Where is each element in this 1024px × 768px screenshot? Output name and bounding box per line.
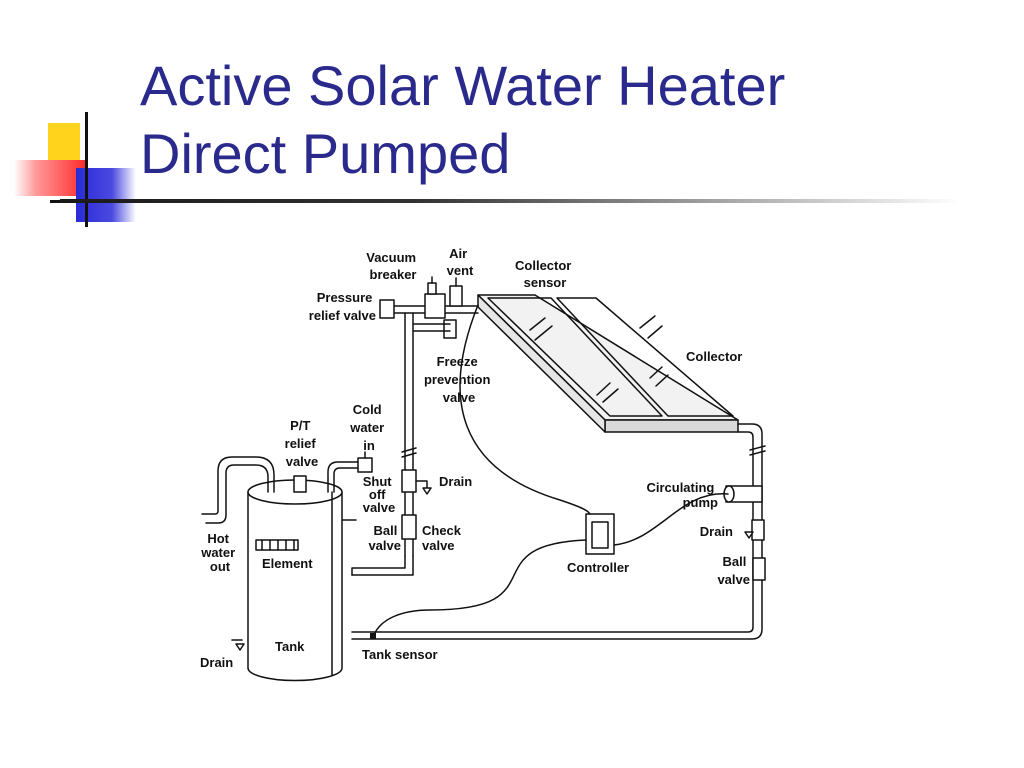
right-pipe [351,423,766,640]
title-line-1: Active Solar Water Heater [140,54,786,117]
label-pt-relief-valve: P/T relief valve [285,418,320,469]
label-tank-sensor: Tank sensor [362,647,438,662]
collector-panel [477,294,739,433]
label-cold-water-in: Cold water in [349,402,388,453]
deco-vertical-line [85,112,88,227]
label-shut-off-valve: Shut off valve [363,474,396,515]
deco-red-bar [14,160,86,196]
label-vacuum-breaker: Vacuum breaker [366,250,419,282]
label-check-valve: Check valve [422,523,465,553]
tank-sensor-marker [370,633,376,639]
sensor-wiring [373,304,729,636]
label-drain-top: Drain [439,474,472,489]
label-freeze-prevention-valve: Freeze prevention valve [424,354,494,405]
label-tank: Tank [275,639,305,654]
label-circulating-pump: Circulating pump [646,480,718,510]
hot-water-pipe [201,456,275,524]
label-drain-right: Drain [700,524,733,539]
label-hot-water-out: Hot water out [200,531,239,574]
label-drain-bottom: Drain [200,655,233,670]
label-ball-valve-right: Ball valve [717,554,750,587]
label-collector-sensor: Collector sensor [515,258,575,290]
label-pressure-relief-valve: Pressure relief valve [309,290,376,323]
label-air-vent: Air vent [447,246,474,278]
water-tank [231,475,357,682]
label-ball-valve-left: Ball valve [368,523,401,553]
top-manifold [379,276,479,339]
return-pipe [351,312,432,576]
title-rule [60,199,960,203]
title-line-2: Direct Pumped [140,122,511,185]
controller-box [585,513,615,555]
label-collector: Collector [686,349,742,364]
label-element: Element [262,556,313,571]
page-title: Active Solar Water Heater Direct Pumped [140,52,785,188]
label-controller: Controller [567,560,629,575]
cold-water-pipe [327,451,373,493]
diagram-labels: Vacuum breaker Air vent Collector sensor… [200,246,750,670]
